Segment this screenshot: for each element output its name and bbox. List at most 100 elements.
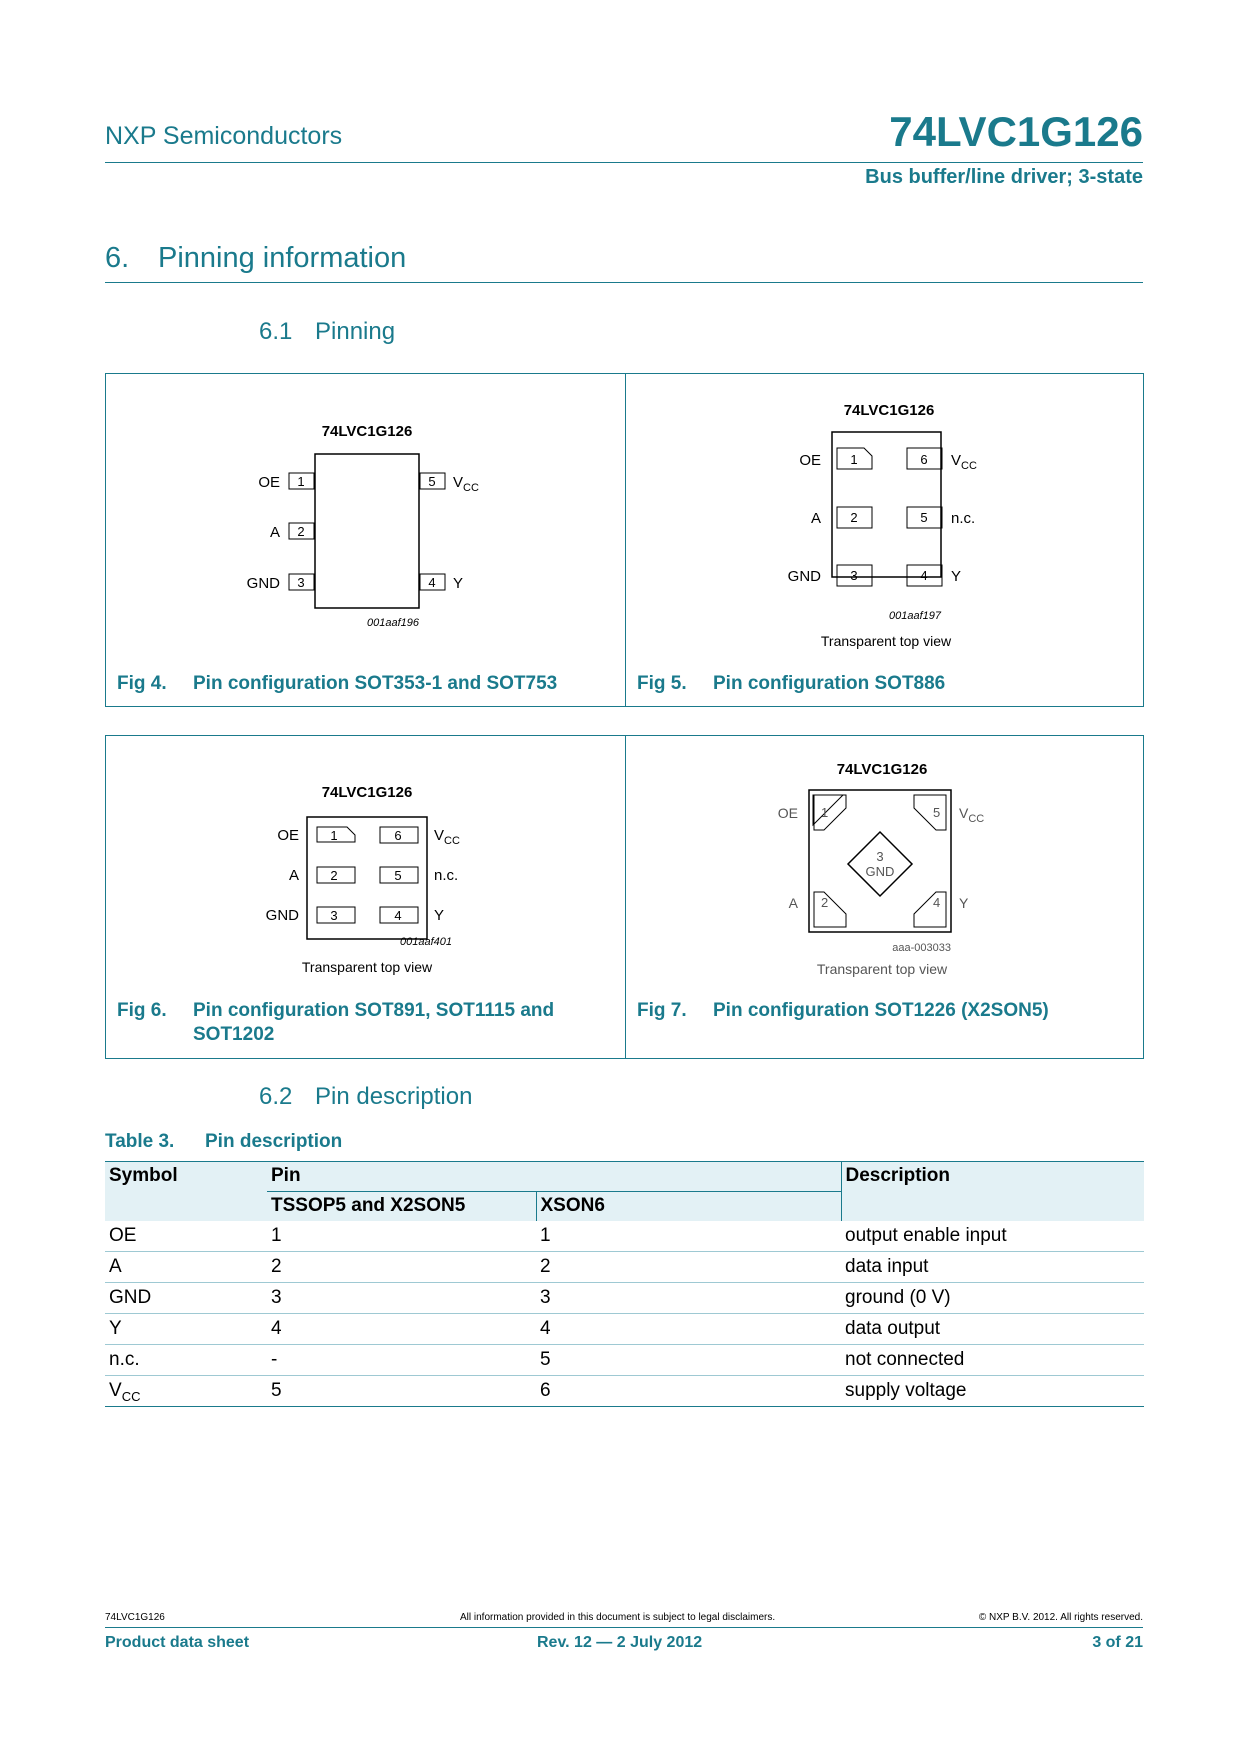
footer-revision: Rev. 12 — 2 July 2012 — [537, 1634, 703, 1651]
table-title: Table 3.Pin description — [105, 1131, 342, 1153]
cell-symbol: VCC — [105, 1375, 267, 1407]
footer-doc-id: 74LVC1G126 — [105, 1612, 165, 1623]
fig7-pin-number: 4 — [933, 895, 940, 910]
fig6-pin-name: VCC — [434, 827, 460, 847]
fig6-pin1-marker — [316, 826, 356, 843]
fig7-pin-number: 2 — [821, 895, 828, 910]
fig6-pin-box — [379, 826, 419, 844]
table-number: Table 3. — [105, 1131, 175, 1152]
cell-xson: 2 — [536, 1251, 841, 1283]
fig7-pad-y — [913, 891, 947, 928]
cell-symbol: n.c. — [105, 1344, 267, 1376]
section-divider — [105, 282, 1143, 283]
cell-symbol: GND — [105, 1282, 267, 1314]
fig6-view-label: Transparent top view — [302, 959, 433, 975]
fig6-pin-number: 3 — [330, 908, 337, 923]
fig6-number: Fig 6. — [117, 1000, 167, 1021]
fig4-pin-name: GND — [247, 575, 281, 592]
fig5-pin-box — [836, 564, 873, 587]
fig7-gnd-pad — [846, 830, 914, 898]
fig6-pin-number: 4 — [394, 908, 401, 923]
fig7-pad-oe — [813, 794, 847, 831]
fig5-pin-name: n.c. — [951, 510, 975, 527]
fig4-pin-box — [288, 573, 315, 591]
fig4-drawing-code: 001aaf196 — [367, 617, 420, 629]
fig7-pin-name: GND — [866, 864, 895, 879]
fig4-pin-box — [419, 472, 446, 490]
table-row: OE 1 1 output enable input — [105, 1220, 1144, 1252]
cell-tssop: 4 — [267, 1313, 536, 1345]
cell-xson: 4 — [536, 1313, 841, 1345]
fig4-pin-name: A — [270, 524, 280, 541]
table-row: Y 4 4 data output — [105, 1313, 1144, 1345]
fig5-view-label: Transparent top view — [821, 633, 952, 649]
section-heading: 6. Pinning information — [105, 242, 406, 275]
fig6-pin-box — [379, 866, 419, 884]
header-divider — [105, 162, 1143, 163]
table-row: A 2 2 data input — [105, 1251, 1144, 1283]
fig4-package-body — [314, 453, 420, 609]
table-row: n.c. - 5 not connected — [105, 1344, 1144, 1376]
fig5-pin-name: VCC — [951, 452, 977, 472]
part-number: 74LVC1G126 — [889, 108, 1143, 155]
header-xson: XSON6 — [535, 1191, 841, 1221]
subsection-title: Pinning — [315, 318, 396, 345]
fig6-pin-number: 2 — [330, 868, 337, 883]
fig5-pin-name: A — [811, 510, 821, 527]
fig5-pin-number: 5 — [920, 510, 927, 525]
fig6-pin-number: 1 — [330, 828, 337, 843]
fig5-pin-name: Y — [951, 568, 961, 585]
cell-tssop: 5 — [267, 1375, 536, 1407]
fig4-diagram: 74LVC1G126 1 OE 2 A 3 GND 5 VCC 4 Y 001a… — [247, 423, 479, 629]
fig7-number: Fig 7. — [637, 1000, 687, 1021]
fig6-pin-number: 6 — [394, 828, 401, 843]
fig5-package-body — [831, 431, 942, 578]
fig7-pin-number: 3 — [876, 849, 883, 864]
fig5-pin-number: 2 — [850, 510, 857, 525]
fig4-pin-number: 2 — [297, 524, 304, 539]
fig7-drawing-code: aaa-003033 — [892, 942, 951, 954]
fig4-pin-box — [419, 573, 446, 591]
fig4-chip-label: 74LVC1G126 — [322, 423, 413, 440]
fig5-pin-box — [836, 506, 873, 529]
cell-tssop: 1 — [267, 1220, 536, 1252]
subsection-title: Pin description — [315, 1083, 473, 1110]
header-description: Description — [840, 1161, 1144, 1221]
subsection-number: 6.1 — [259, 318, 293, 345]
cell-description: supply voltage — [841, 1375, 1144, 1407]
fig6-package-body — [306, 816, 428, 940]
fig4-pin-number: 1 — [297, 474, 304, 489]
header-symbol: Symbol — [105, 1161, 267, 1221]
fig7-pin-name: OE — [778, 805, 798, 821]
fig7-pin-name: Y — [959, 895, 969, 911]
fig7-package-body — [808, 789, 952, 933]
fig7-pin-name: A — [789, 895, 799, 911]
fig4-pin-number: 4 — [428, 575, 435, 590]
cell-description: not connected — [841, 1344, 1144, 1376]
fig5-drawing-code: 001aaf197 — [889, 610, 942, 622]
cell-tssop: 3 — [267, 1282, 536, 1314]
table-row: VCC 5 6 supply voltage — [105, 1375, 1144, 1407]
company-name: NXP Semiconductors — [105, 122, 343, 150]
fig7-pin-number: 5 — [933, 805, 940, 820]
fig6-pin-name: Y — [434, 907, 444, 924]
cell-description: ground (0 V) — [841, 1282, 1144, 1314]
header-tssop: TSSOP5 and X2SON5 — [267, 1191, 536, 1221]
cell-xson: 3 — [536, 1282, 841, 1314]
footer-copyright: © NXP B.V. 2012. All rights reserved. — [978, 1612, 1143, 1623]
cell-description: data output — [841, 1313, 1144, 1345]
fig7-caption-text: Pin configuration SOT1226 (X2SON5) — [713, 1000, 1049, 1021]
section-title: Pinning information — [158, 242, 407, 274]
fig6-pin-number: 5 — [394, 868, 401, 883]
cell-symbol: Y — [105, 1313, 267, 1345]
fig7-view-label: Transparent top view — [817, 961, 948, 977]
header-pin: Pin — [267, 1161, 841, 1192]
cell-symbol: A — [105, 1251, 267, 1283]
figure-row-1: 74LVC1G126 1 OE 2 A 3 GND 5 VCC 4 Y 001a… — [105, 373, 1144, 707]
cell-tssop: - — [267, 1344, 536, 1376]
section-number: 6. — [105, 242, 130, 274]
fig6-pin-name: GND — [266, 907, 300, 924]
fig5-pin-number: 1 — [850, 452, 857, 467]
